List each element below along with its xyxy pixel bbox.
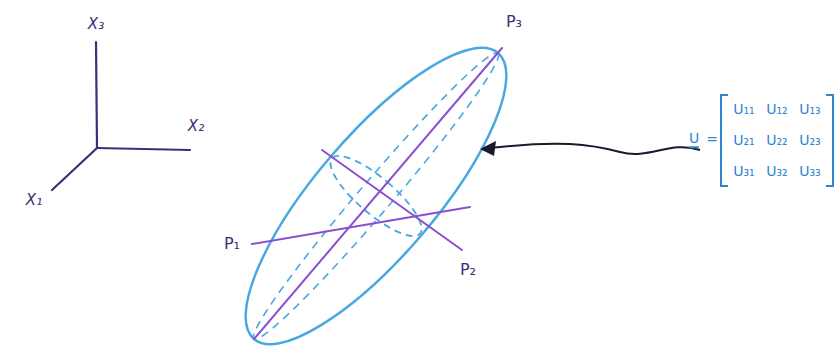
equals-sign: = xyxy=(706,132,718,147)
principal-axis-label: P₂ xyxy=(460,261,476,279)
axis-label: X₂ xyxy=(188,118,204,135)
pointer-arrowhead xyxy=(480,141,496,156)
matrix-entry: U₁₁ xyxy=(733,102,754,117)
matrix-entry: U₃₂ xyxy=(766,164,787,179)
principal-axis-label: P₃ xyxy=(506,13,522,31)
matrix-entry: U₁₂ xyxy=(766,102,787,117)
axis-label: X₁ xyxy=(26,192,42,209)
pointer-line xyxy=(490,144,700,154)
coordinate-axes xyxy=(52,42,190,190)
matrix-entry: U₂₂ xyxy=(766,133,787,148)
cross-section xyxy=(242,43,511,350)
ellipsoid-outline xyxy=(208,14,543,350)
matrix-brackets xyxy=(721,95,833,186)
principal-axis-label: P₁ xyxy=(224,235,240,253)
matrix-entry: U₂₃ xyxy=(799,133,820,148)
axis-label: X₃ xyxy=(88,16,104,33)
matrix-entry: U₂₁ xyxy=(733,133,754,148)
matrix-entry: U₁₃ xyxy=(799,102,820,117)
matrix-entry: U₃₃ xyxy=(799,164,820,179)
matrix-entry: U₃₁ xyxy=(733,164,754,179)
principal-axes xyxy=(252,48,502,339)
tensor-symbol: U xyxy=(689,131,699,148)
